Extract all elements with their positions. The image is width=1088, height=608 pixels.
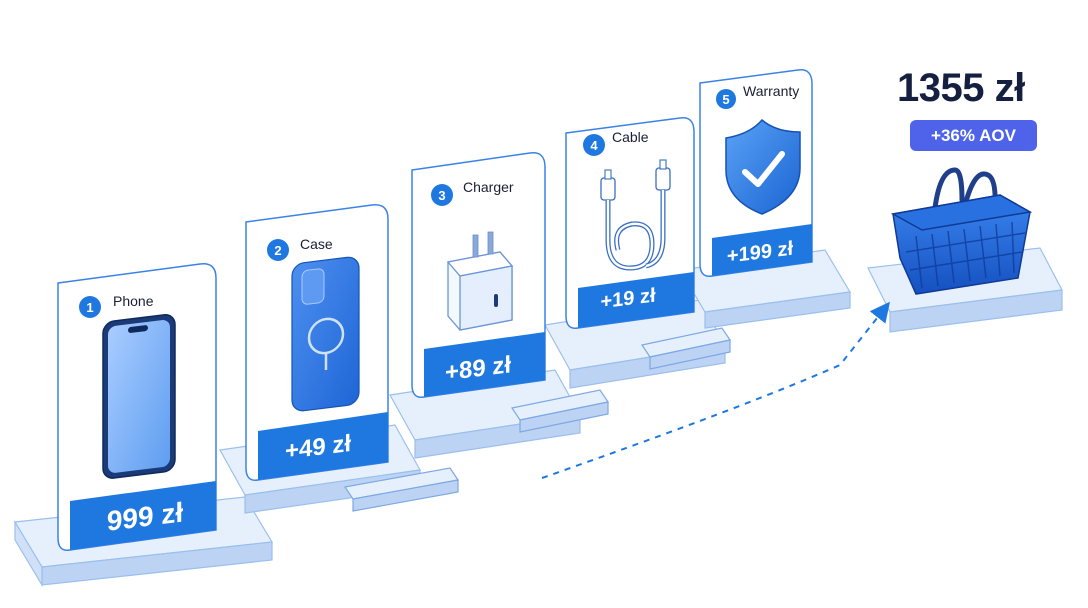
step-label: Warranty <box>743 83 799 99</box>
step-label: Phone <box>113 293 154 309</box>
step-number-badge: 5 <box>716 89 736 109</box>
step-label: Charger <box>463 179 514 195</box>
platform-track <box>14 247 1063 588</box>
svg-text:4: 4 <box>590 138 598 153</box>
svg-text:3: 3 <box>438 188 445 203</box>
phone-case-icon <box>291 256 360 412</box>
step-label: Case <box>300 236 333 252</box>
step-number-badge: 1 <box>79 296 101 318</box>
smartphone-icon <box>102 314 176 479</box>
card-phone: 1 Phone 999 zł <box>57 263 217 551</box>
total-price: 1355 zł <box>897 66 1025 110</box>
connector-2-3 <box>511 389 609 433</box>
shield-check-icon <box>725 118 801 215</box>
svg-text:5: 5 <box>722 92 729 107</box>
card-warranty: 5 Warranty +199 zł <box>699 69 813 277</box>
cable-icon <box>600 159 671 271</box>
svg-text:1: 1 <box>86 300 93 315</box>
charger-icon <box>446 231 514 331</box>
card-case: 2 Case +49 zł <box>245 204 389 481</box>
shopping-basket-icon <box>890 167 1033 295</box>
card-cable: 4 Cable +19 zł <box>565 117 695 329</box>
aov-badge: +36% AOV <box>910 120 1037 151</box>
connector-3-4 <box>641 327 731 370</box>
step-number-badge: 2 <box>267 239 289 261</box>
step-number-badge: 3 <box>431 184 453 206</box>
card-charger: 3 Charger +89 zł <box>411 152 546 398</box>
svg-text:2: 2 <box>274 243 281 258</box>
connector-1-2 <box>343 467 460 512</box>
step-number-badge: 4 <box>583 134 605 156</box>
step-label: Cable <box>612 129 649 145</box>
